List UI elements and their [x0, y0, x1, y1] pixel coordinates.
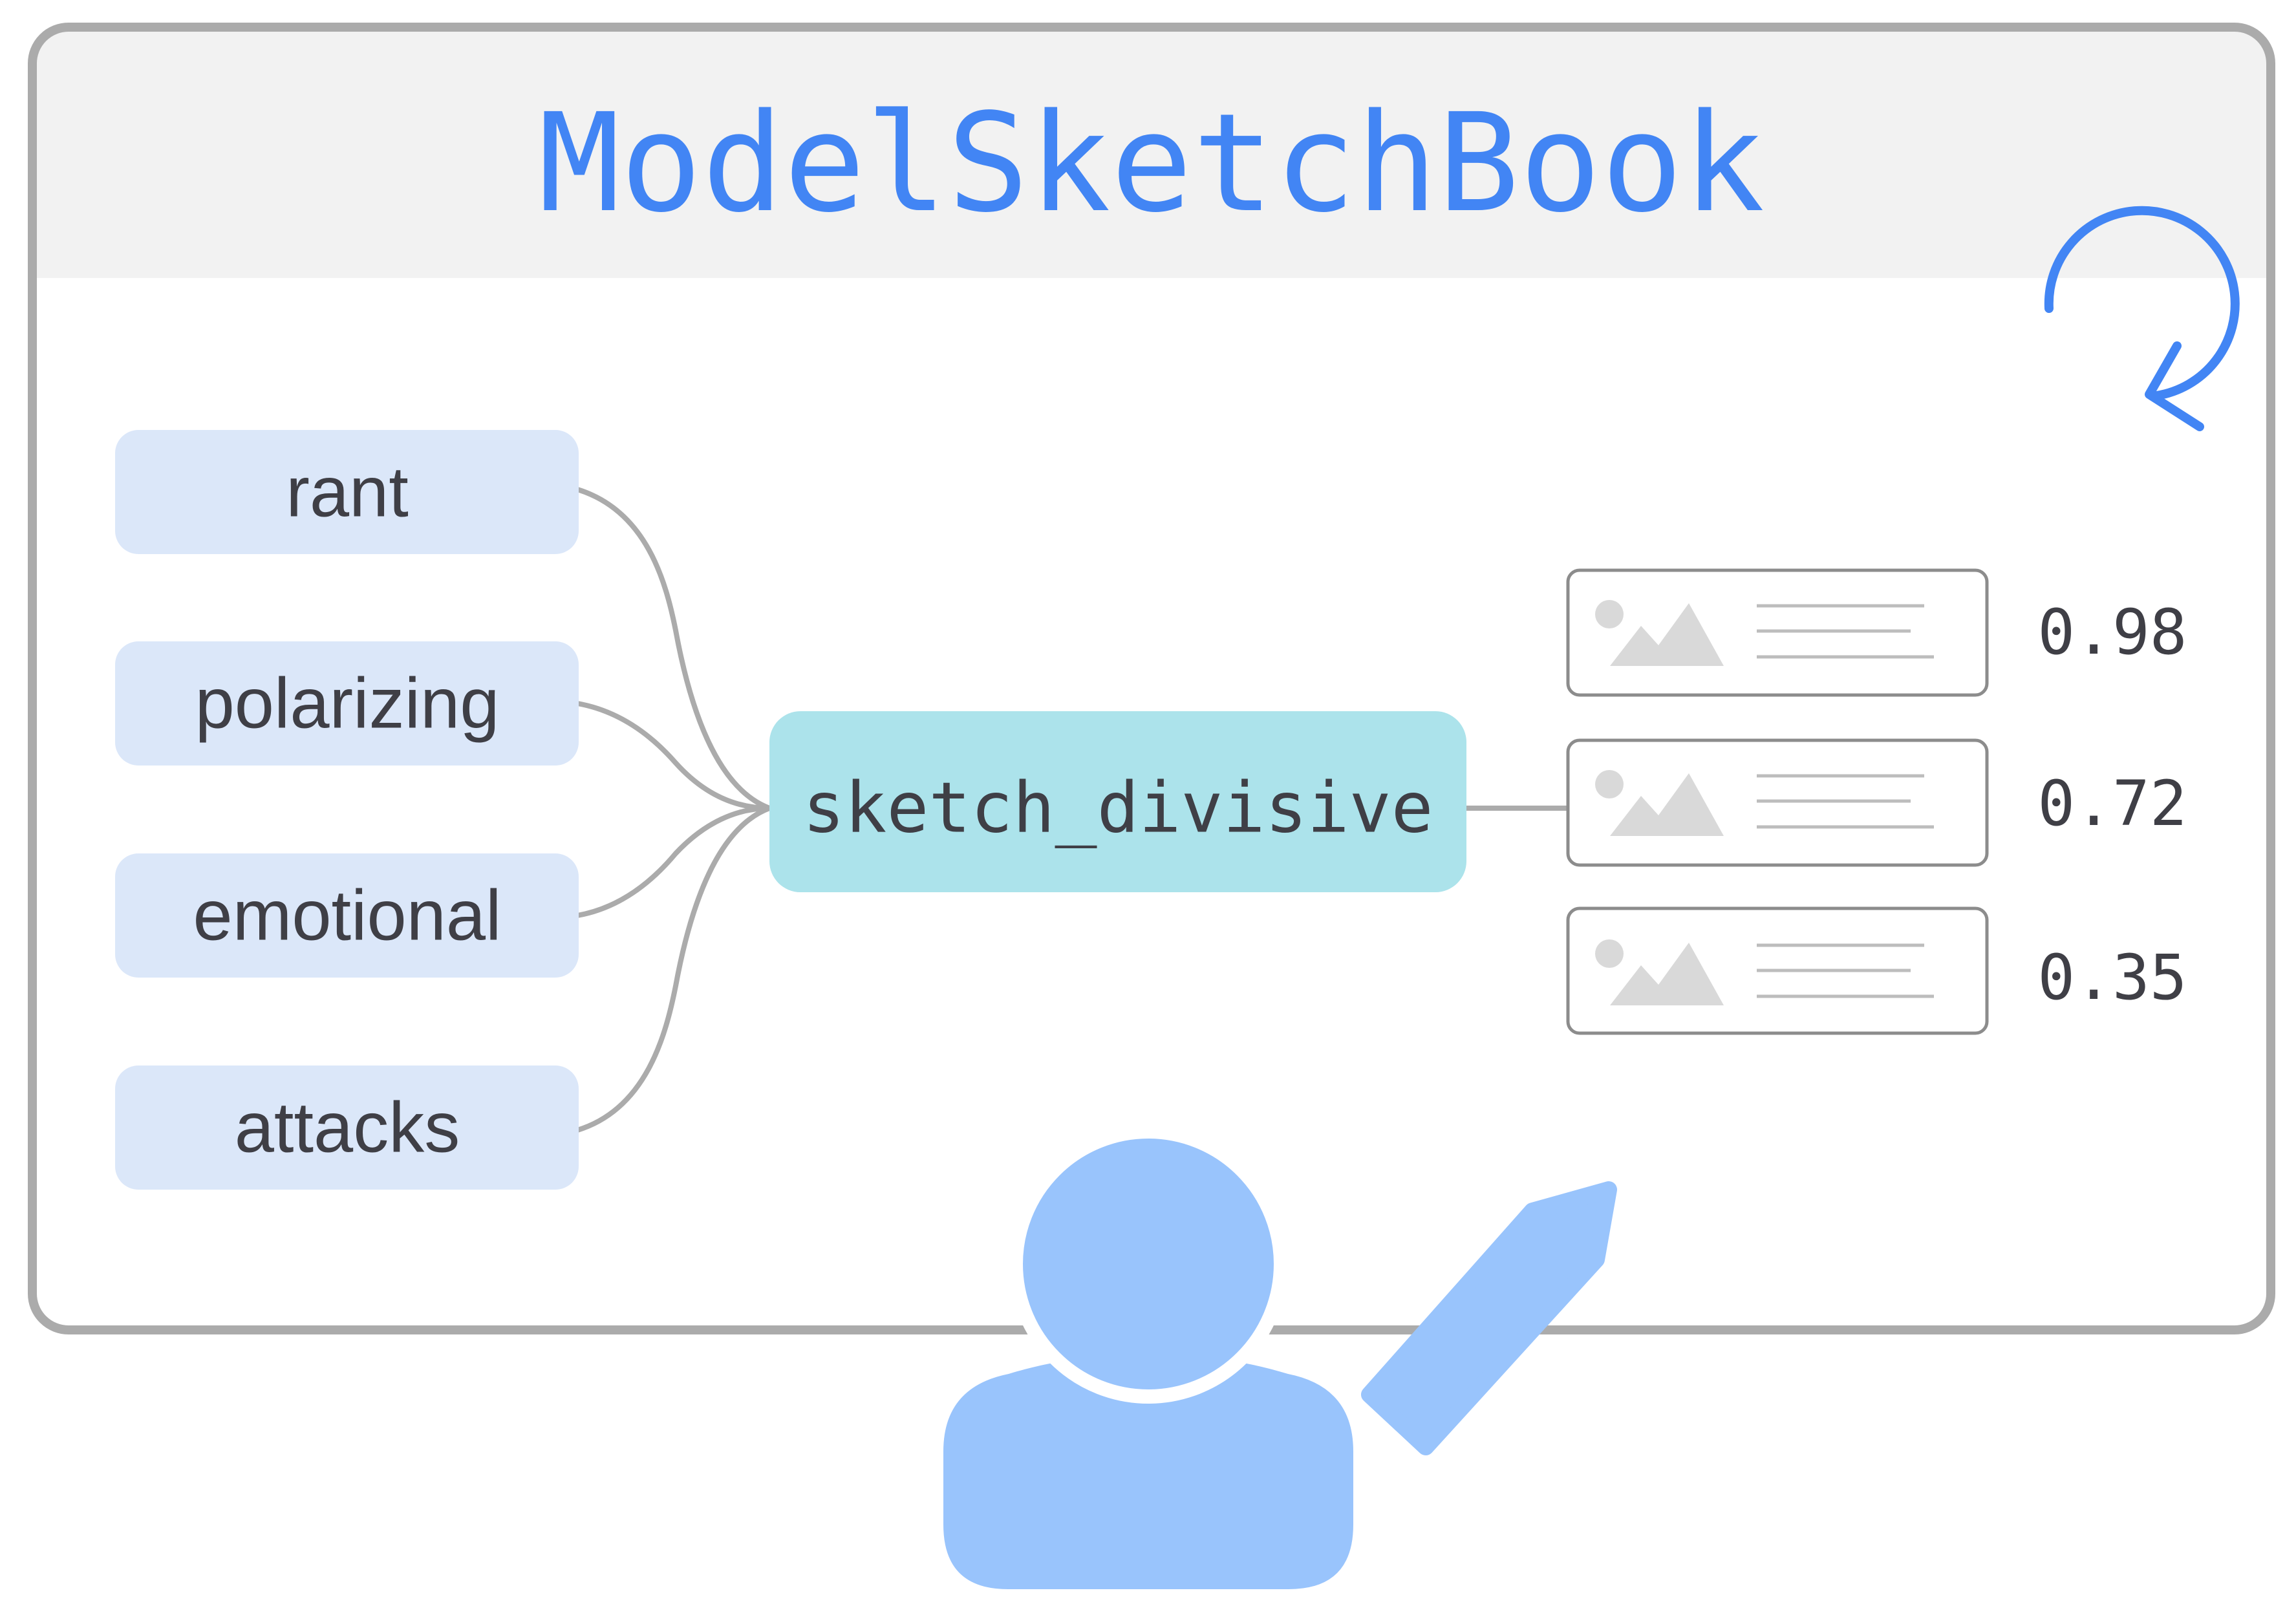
- result-score: 0.98: [2037, 596, 2187, 669]
- connectors: [575, 487, 1571, 1133]
- connector-rant: [575, 487, 772, 811]
- text-lines-icon: [1757, 943, 1934, 998]
- title-bar: [32, 27, 2271, 278]
- result-list: 0.98 0.72: [1566, 568, 2187, 1035]
- concept-list: rant polarizing emotional attacks: [115, 430, 579, 1190]
- result-card[interactable]: [1566, 738, 1989, 867]
- concept-item-emotional[interactable]: emotional: [115, 853, 579, 978]
- concept-label: emotional: [193, 876, 502, 956]
- concept-label: polarizing: [195, 664, 500, 744]
- text-lines-icon: [1757, 604, 1934, 659]
- concept-label: rant: [286, 453, 409, 532]
- sketch-node[interactable]: sketch_divisive: [769, 711, 1466, 892]
- result-score: 0.35: [2037, 941, 2187, 1014]
- image-placeholder-icon: [1595, 770, 1724, 836]
- refresh-icon[interactable]: [2044, 206, 2240, 431]
- result-score: 0.72: [2037, 767, 2187, 840]
- result-card[interactable]: [1566, 906, 1989, 1035]
- concept-label: attacks: [235, 1088, 460, 1168]
- concept-item-attacks[interactable]: attacks: [115, 1066, 579, 1190]
- image-placeholder-icon: [1595, 600, 1724, 666]
- image-placeholder-icon: [1595, 939, 1724, 1005]
- app-title: ModelSketchBook: [539, 84, 1765, 242]
- result-card[interactable]: [1566, 568, 1989, 697]
- connector-attacks: [575, 806, 772, 1133]
- sketch-label: sketch_divisive: [802, 768, 1433, 849]
- connector-emotional: [575, 806, 772, 918]
- concept-item-polarizing[interactable]: polarizing: [115, 641, 579, 766]
- pencil-icon: [1361, 1181, 1617, 1455]
- concept-item-rant[interactable]: rant: [115, 430, 579, 554]
- connector-polarizing: [575, 701, 772, 811]
- user-icon: [943, 1124, 1353, 1589]
- text-lines-icon: [1757, 774, 1934, 829]
